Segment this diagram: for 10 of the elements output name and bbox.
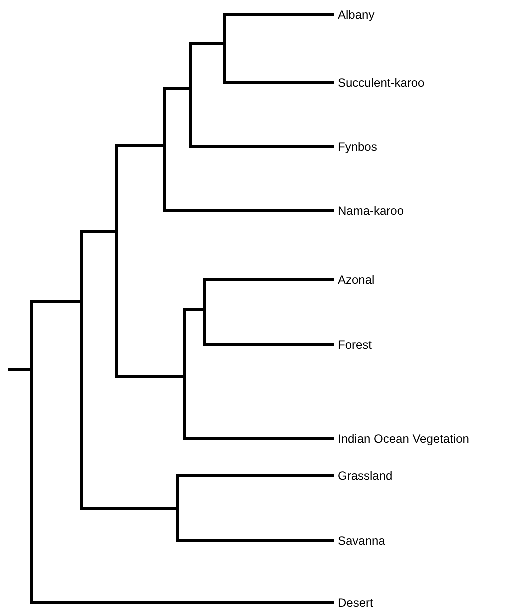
leaf-label: Succulent-karoo bbox=[338, 76, 425, 90]
leaf-label: Indian Ocean Vegetation bbox=[338, 432, 470, 446]
leaf-label: Desert bbox=[338, 596, 374, 610]
leaf-label: Nama-karoo bbox=[338, 204, 404, 218]
leaf-label: Fynbos bbox=[338, 140, 378, 154]
leaf-label: Azonal bbox=[338, 273, 375, 287]
leaf-label: Forest bbox=[338, 338, 372, 352]
leaf-label: Grassland bbox=[338, 469, 393, 483]
leaf-label: Savanna bbox=[338, 534, 386, 548]
leaf-label: Albany bbox=[338, 8, 375, 22]
